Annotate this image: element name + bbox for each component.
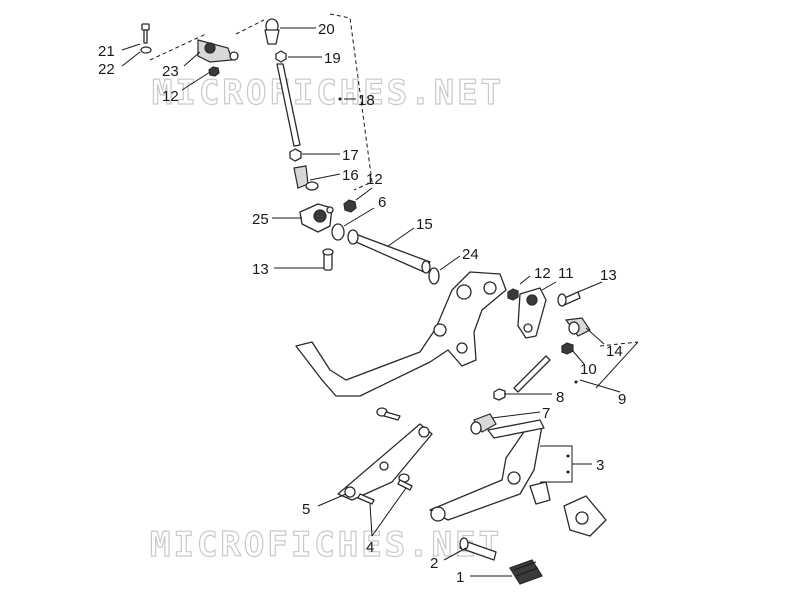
assembly-bracket-9: [599, 341, 639, 347]
part-2-pivot-bolt: [459, 537, 497, 561]
part-bolt-upper: [376, 407, 401, 421]
callout-15: 15: [387, 216, 433, 247]
callout-4: 4: [366, 487, 407, 556]
callout-label-6: 6: [378, 194, 386, 211]
callout-3: 3: [540, 445, 604, 483]
callout-label-8: 8: [556, 389, 564, 406]
callout-label-5: 5: [302, 501, 310, 518]
part-17-nut: [289, 148, 302, 162]
part-13-bolt-right: [557, 291, 581, 307]
part-16-ball-joint: [293, 165, 319, 191]
callout-16: 16: [309, 167, 359, 184]
callout-label-1: 1: [456, 569, 464, 586]
callout-8: 8: [504, 389, 564, 406]
callout-label-2: 2: [430, 555, 438, 572]
part-25-lever-arm: [299, 203, 334, 233]
part-bushing: [529, 481, 551, 505]
part-10-nut: [561, 342, 574, 355]
part-15-shaft: [347, 229, 431, 274]
part-19-nut: [275, 50, 287, 63]
part-6-washer: [331, 223, 345, 241]
callout-18: 18: [338, 92, 375, 109]
callout-12b: 12: [355, 171, 383, 201]
callout-13a: 13: [252, 261, 324, 278]
callout-label-14: 14: [606, 343, 623, 360]
callout-label-18: 18: [358, 92, 375, 109]
callout-13b: 13: [577, 267, 617, 293]
callout-label-21: 21: [98, 43, 115, 60]
callout-label-24: 24: [462, 246, 479, 263]
callout-19: 19: [288, 50, 341, 67]
part-8-rod: [513, 355, 551, 393]
callout-label-7: 7: [542, 405, 550, 422]
part-12-nut-top: [208, 66, 220, 77]
callout-14: 14: [585, 327, 623, 360]
callout-label-23: 23: [162, 63, 179, 80]
part-13-bolt-left: [322, 248, 334, 271]
callout-label-16: 16: [342, 167, 359, 184]
part-cylinder-right: [563, 495, 607, 537]
callout-20: 20: [280, 21, 335, 38]
callout-label-10: 10: [580, 361, 597, 378]
callout-label-11: 11: [558, 265, 574, 282]
watermark-bottom: MICROFICHES.NET: [150, 525, 502, 565]
callout-24: 24: [439, 246, 479, 271]
callout-9: 9: [574, 341, 639, 408]
part-12-nut-right: [507, 288, 519, 301]
callout-label-9: 9: [618, 391, 626, 408]
part-4-bolts: [357, 473, 413, 505]
assembly-bracket: [149, 13, 373, 191]
part-11-lever: [517, 287, 547, 339]
callout-label-4: 4: [366, 539, 374, 556]
callout-label-25: 25: [252, 211, 269, 228]
callout-label-22: 22: [98, 61, 115, 78]
callout-2: 2: [430, 547, 467, 572]
part-5-footrest-plate: [337, 423, 433, 501]
parts-illustration: [140, 13, 639, 585]
callout-label-3: 3: [596, 457, 604, 474]
part-3-gear-pedal: [429, 419, 545, 522]
callout-17: 17: [302, 147, 359, 164]
callout-5: 5: [302, 493, 347, 518]
part-7-ball-joint: [470, 413, 497, 435]
callout-label-13b: 13: [600, 267, 617, 284]
part-1-pedal-rubber: [509, 559, 543, 585]
callout-12a: 12: [162, 71, 211, 105]
callout-25: 25: [252, 211, 302, 228]
part-14-ball-joint: [564, 317, 591, 337]
callout-label-12a: 12: [162, 88, 179, 105]
callout-label-19: 19: [324, 50, 341, 67]
callout-label-12b: 12: [366, 171, 383, 188]
callout-6: 6: [343, 194, 386, 227]
callout-7: 7: [491, 405, 550, 422]
callout-21: 21: [98, 43, 141, 60]
callout-11: 11: [541, 265, 574, 291]
part-12-nut-mid: [343, 199, 357, 213]
watermark-top: MICROFICHES.NET: [152, 73, 504, 113]
part-24-circlip: [428, 267, 440, 285]
part-20-ball-joint: [264, 18, 280, 45]
part-18-rod: [276, 63, 301, 147]
callout-label-17: 17: [342, 147, 359, 164]
part-22-washer: [140, 46, 152, 54]
callout-1: 1: [456, 569, 512, 586]
callout-label-12c: 12: [534, 265, 551, 282]
callout-22: 22: [98, 51, 141, 78]
callout-label-20: 20: [318, 21, 335, 38]
part-23-clamp: [197, 39, 239, 63]
part-8-nut: [493, 388, 506, 401]
part-frame-bracket: [295, 271, 507, 397]
callouts: 21 22 23 12 20 19 18 17: [98, 21, 639, 586]
callout-label-13a: 13: [252, 261, 269, 278]
callout-23: 23: [162, 51, 201, 80]
callout-label-15: 15: [416, 216, 433, 233]
part-21-bolt: [141, 23, 150, 44]
callout-12c: 12: [519, 265, 551, 285]
callout-10: 10: [571, 349, 597, 378]
